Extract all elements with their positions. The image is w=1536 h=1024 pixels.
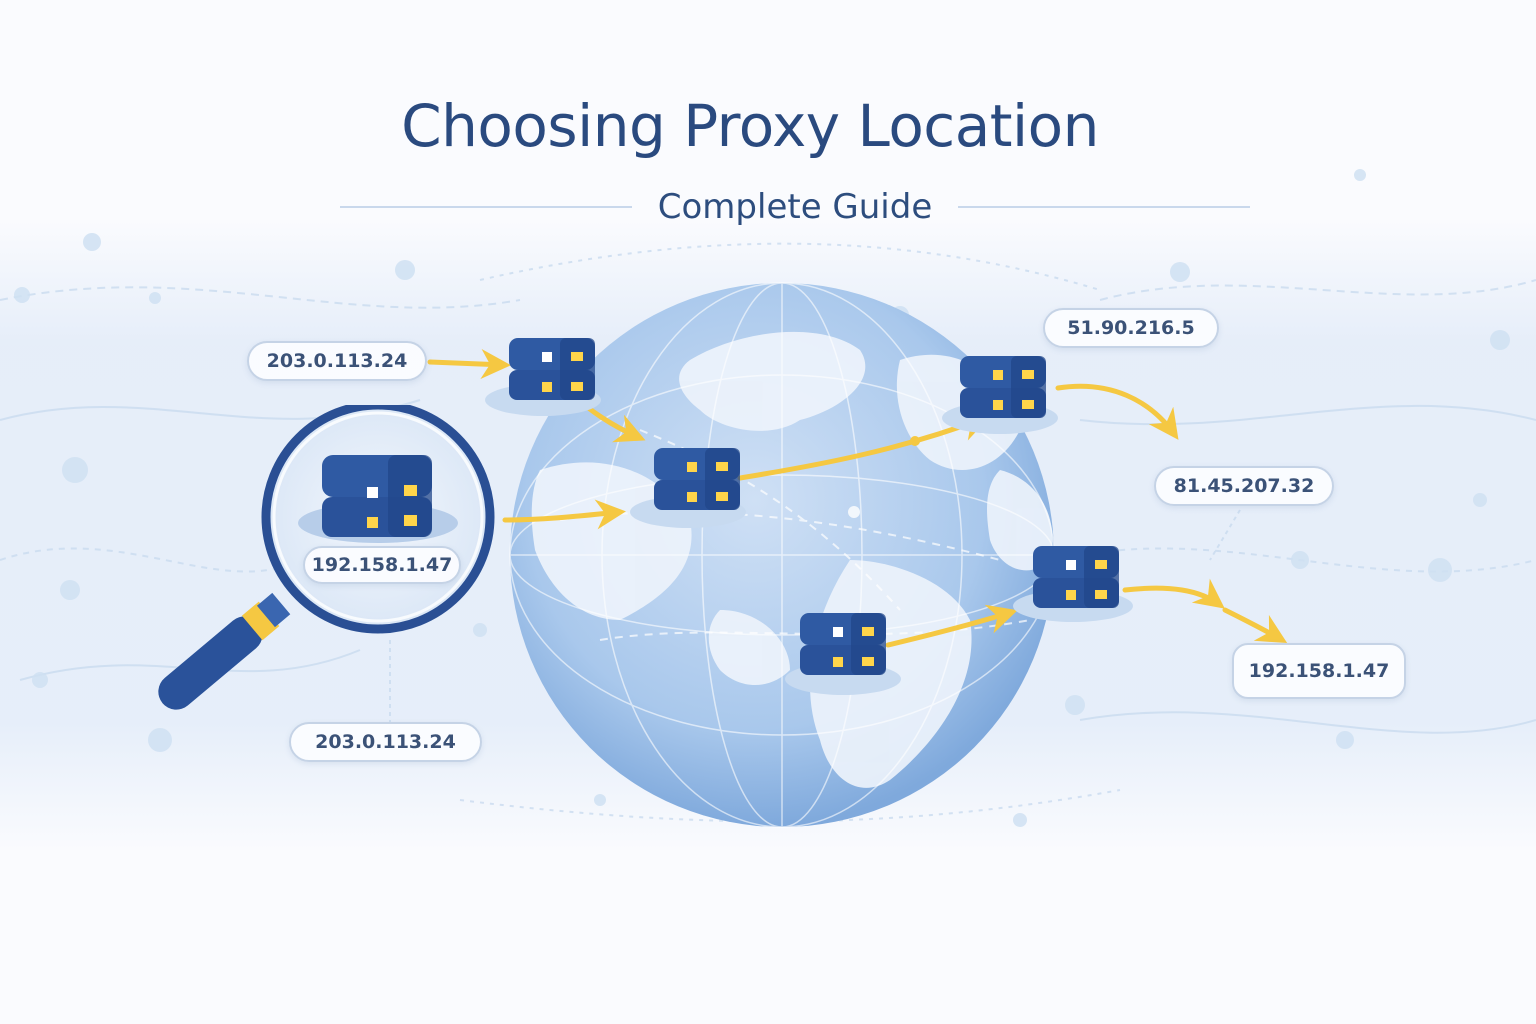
server-icon [785,613,901,695]
server-top-right[interactable] [942,348,1072,438]
server-icon [630,448,746,528]
ip-label-magnifier: 192.158.1.47 [303,546,461,584]
page-subtitle: Complete Guide [657,187,933,227]
server-icon [942,356,1058,434]
divider-line [958,206,1251,208]
server-icon [1013,546,1133,622]
ip-label-left-top: 203.0.113.24 [247,341,427,381]
route-arrows [427,349,1288,648]
divider-line [340,206,632,208]
network-nodes [14,169,1510,827]
server-top-left[interactable] [485,330,615,420]
ip-label-left-bottom: 203.0.113.24 [289,722,482,762]
subtitle-row: Complete Guide [340,185,1251,229]
ip-label-right-top: 51.90.216.5 [1043,308,1219,348]
ip-label-right-bottom: 192.158.1.47 [1232,643,1406,699]
server-bottom[interactable] [775,605,905,695]
page-title: Choosing Proxy Location [401,92,1099,160]
server-icon [485,338,601,416]
ip-label-right-middle: 81.45.207.32 [1154,466,1334,506]
server-right[interactable] [1005,538,1135,628]
server-center[interactable] [630,440,760,530]
